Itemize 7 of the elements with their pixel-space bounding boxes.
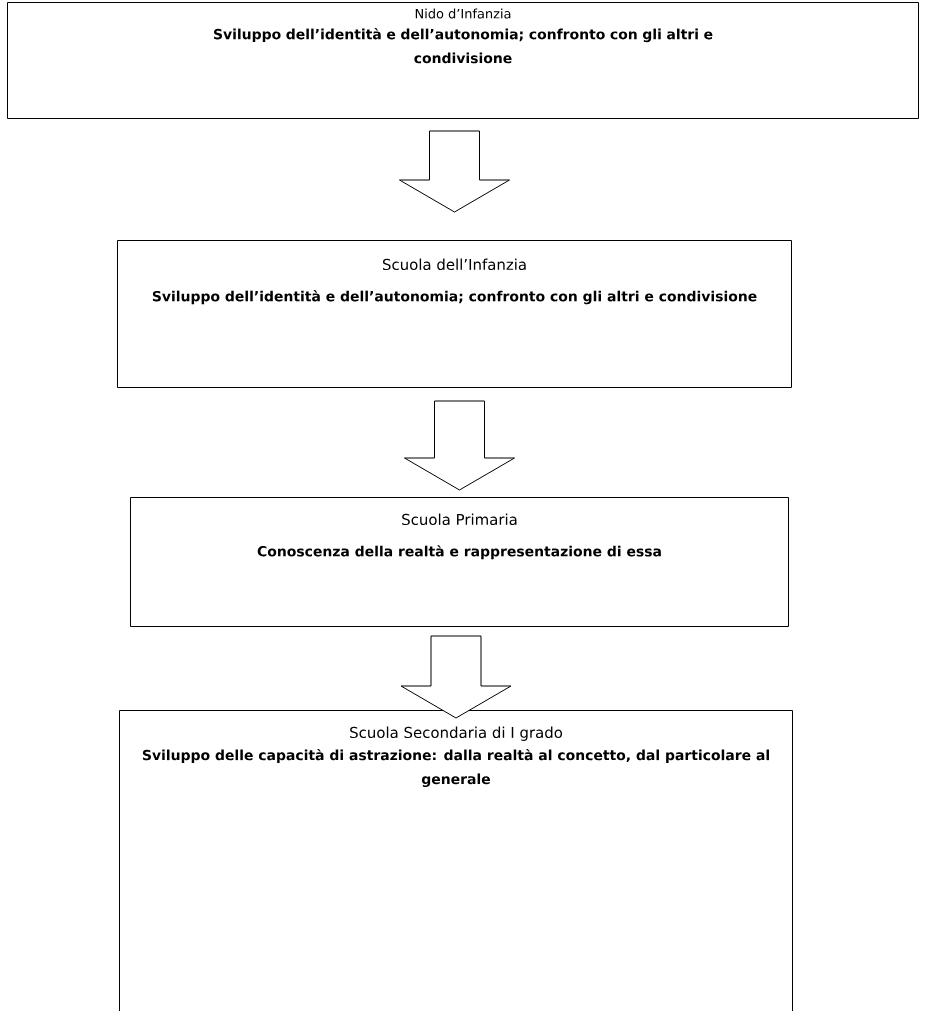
stage-box: Scuola Secondaria di I grado Sviluppo delle capacità di astrazione: dalla realtà al concetto, dal particolare al generale — [119, 710, 793, 1011]
block-arrow — [400, 635, 512, 719]
stage-box: Nido d’Infanzia Sviluppo dell’identità e dell’autonomia; confronto con gli altri e condivisione — [7, 2, 919, 119]
stage-box: Scuola dell’Infanzia Sviluppo dell’identità e dell’autonomia; confronto con gli altri e condivisione — [117, 240, 792, 388]
stage-box: Scuola Primaria Conoscenza della realtà e rappresentazione di essa — [130, 497, 789, 627]
block-arrow — [399, 130, 510, 213]
block-arrow — [404, 400, 515, 491]
